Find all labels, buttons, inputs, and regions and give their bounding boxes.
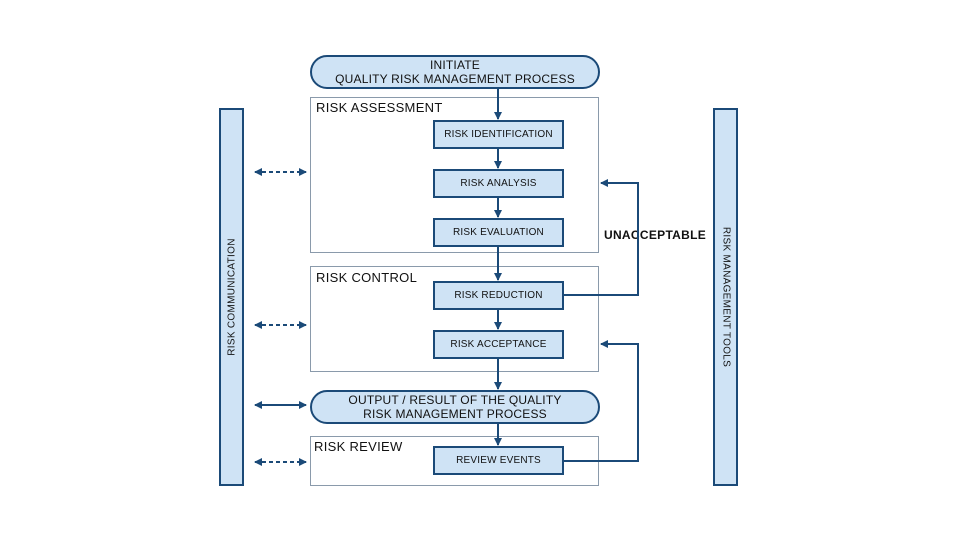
output-line-2: RISK MANAGEMENT PROCESS (363, 407, 547, 421)
unacceptable-label: UNACCEPTABLE (604, 228, 707, 242)
risk-communication-label: RISK COMMUNICATION (226, 238, 237, 356)
risk-review-title: RISK REVIEW (314, 439, 403, 454)
risk-control-title: RISK CONTROL (316, 270, 418, 285)
risk-control-frame: RISK CONTROL (310, 266, 599, 372)
risk-analysis-node: RISK ANALYSIS (433, 169, 564, 198)
initiate-process-node: INITIATE QUALITY RISK MANAGEMENT PROCESS (310, 55, 600, 89)
risk-communication-bar: RISK COMMUNICATION (219, 108, 244, 486)
risk-identification-node: RISK IDENTIFICATION (433, 120, 564, 149)
risk-acceptance-node: RISK ACCEPTANCE (433, 330, 564, 359)
risk-management-tools-label: RISK MANAGEMENT TOOLS (720, 226, 731, 368)
risk-evaluation-node: RISK EVALUATION (433, 218, 564, 247)
initiate-line-2: QUALITY RISK MANAGEMENT PROCESS (335, 72, 575, 86)
initiate-line-1: INITIATE (429, 58, 481, 72)
risk-assessment-frame: RISK ASSESSMENT (310, 97, 599, 253)
output-line-1: OUTPUT / RESULT OF THE QUALITY (348, 393, 562, 407)
risk-reduction-node: RISK REDUCTION (433, 281, 564, 310)
review-events-node: REVIEW EVENTS (433, 446, 564, 475)
risk-assessment-title: RISK ASSESSMENT (316, 100, 443, 115)
output-result-node: OUTPUT / RESULT OF THE QUALITY RISK MANA… (310, 390, 600, 424)
risk-management-tools-bar: RISK MANAGEMENT TOOLS (713, 108, 738, 486)
